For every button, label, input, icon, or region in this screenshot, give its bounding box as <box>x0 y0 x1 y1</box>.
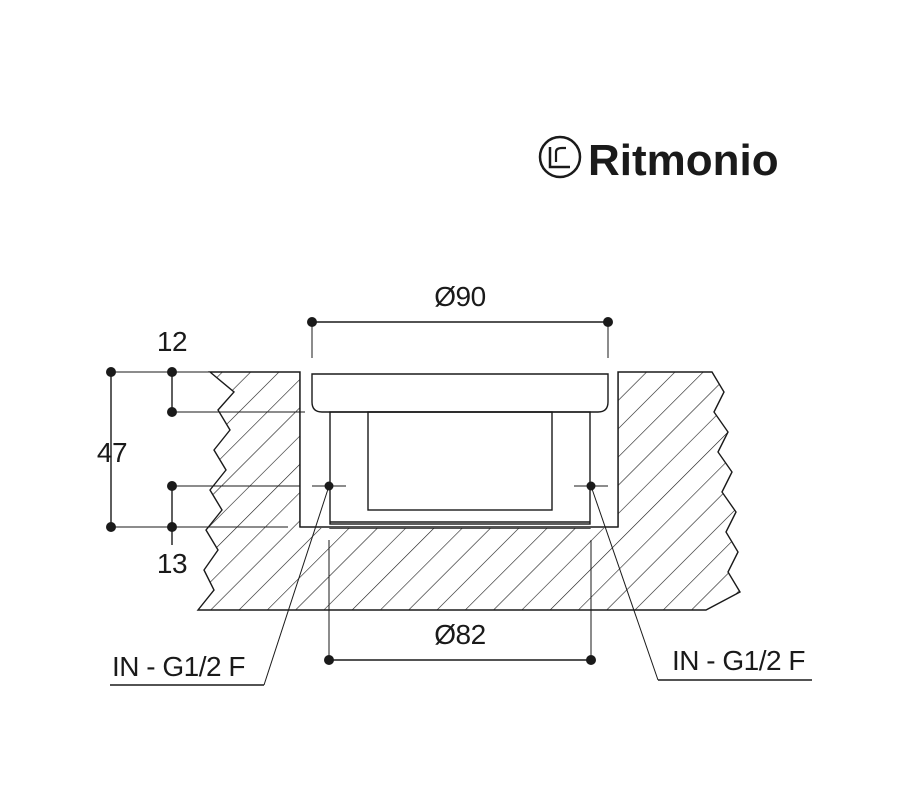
top-diameter-label: Ø90 <box>434 281 485 312</box>
dimension-top-diameter: Ø90 <box>307 281 613 327</box>
dimension-depth: 47 <box>97 367 128 532</box>
depth-label: 47 <box>97 437 127 468</box>
brand-name: Ritmonio <box>588 136 779 185</box>
top-offset-label: 12 <box>157 326 187 357</box>
extension-lines <box>108 322 609 660</box>
callout-left-inlet: IN - G1/2 F <box>110 485 330 686</box>
right-inlet-label: IN - G1/2 F <box>672 645 805 676</box>
flange-cap <box>311 373 609 413</box>
callout-right-inlet: IN - G1/2 F <box>590 485 812 681</box>
left-inlet-label: IN - G1/2 F <box>112 651 245 682</box>
dimension-top-offset: 12 <box>157 326 188 417</box>
ritmonio-logo-icon <box>538 135 582 179</box>
body-cutout <box>299 372 619 528</box>
bottom-offset-label: 13 <box>157 548 187 579</box>
dimension-bottom-diameter: Ø82 <box>324 619 596 665</box>
brand-logo: Ritmonio <box>538 135 779 185</box>
dimension-bottom-offset: 13 <box>157 481 188 579</box>
bottom-diameter-label: Ø82 <box>434 619 485 650</box>
inner-body <box>329 411 591 525</box>
